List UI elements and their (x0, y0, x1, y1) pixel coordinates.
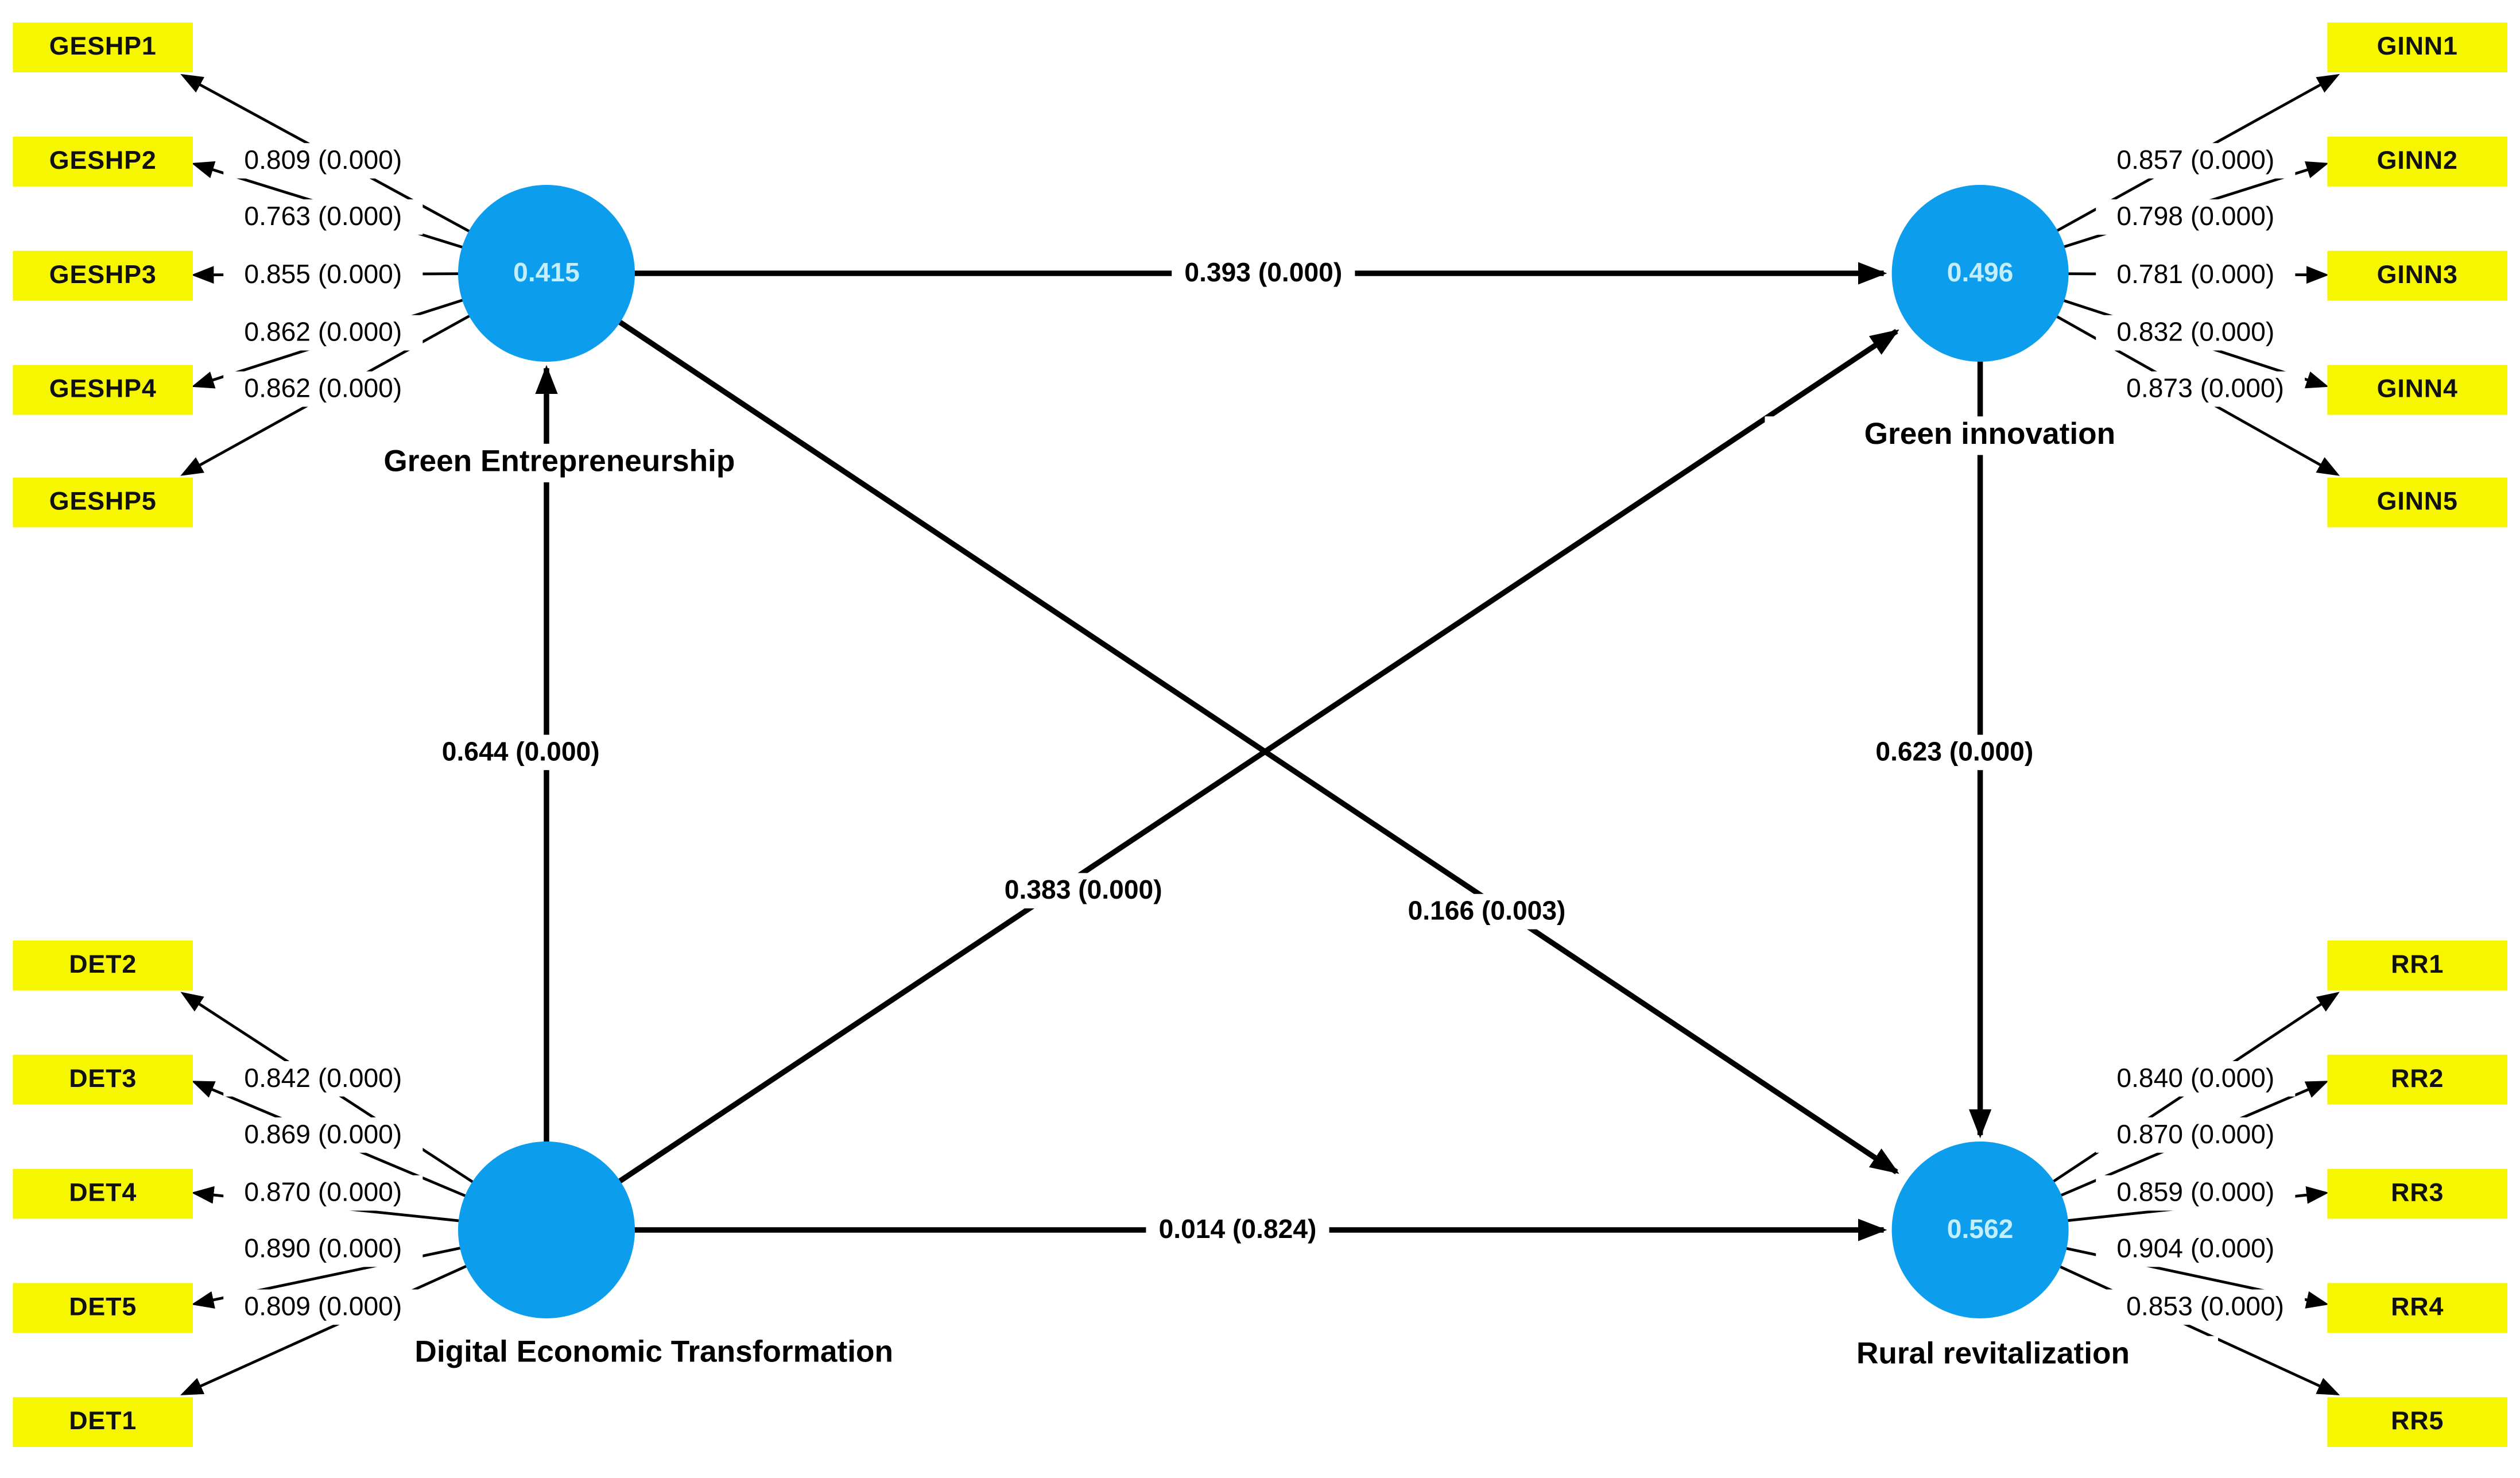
r-squared-green-innovation: 0.496 (1947, 258, 2014, 288)
indicator-box-ginn1: GINN1 (2327, 22, 2507, 73)
loading-label-det5: 0.890 (0.000) (223, 1231, 423, 1267)
indicator-box-det3: DET3 (13, 1054, 193, 1105)
loading-label-rr1: 0.840 (0.000) (2096, 1061, 2296, 1097)
indicator-box-ginn4: GINN4 (2327, 365, 2507, 415)
loading-label-rr3: 0.859 (0.000) (2096, 1175, 2296, 1211)
loading-label-rr5: 0.853 (0.000) (2106, 1289, 2305, 1325)
indicator-box-ginn2: GINN2 (2327, 137, 2507, 187)
construct-label-green-innovation: Green innovation (1765, 416, 2215, 455)
r-squared-green-entrepreneurship: 0.415 (513, 258, 580, 288)
indicator-box-rr2: RR2 (2327, 1054, 2507, 1105)
indicator-box-geshp2: GESHP2 (13, 137, 193, 187)
construct-label-rural-revitalization: Rural revitalization (1768, 1336, 2218, 1375)
indicator-box-geshp5: GESHP5 (13, 477, 193, 528)
loading-label-geshp5: 0.862 (0.000) (223, 371, 423, 407)
loading-label-geshp4: 0.862 (0.000) (223, 315, 423, 351)
path-coefficient-ge-to-rr: 0.166 (0.003) (1395, 893, 1579, 930)
loading-label-geshp3: 0.855 (0.000) (223, 257, 423, 293)
loading-label-ginn3: 0.781 (0.000) (2096, 257, 2296, 293)
loading-label-geshp1: 0.809 (0.000) (223, 143, 423, 179)
construct-node-digital-economic-transformation (458, 1142, 635, 1318)
path-coefficient-det-to-rr: 0.014 (0.824) (1146, 1212, 1329, 1248)
path-coefficient-ge-to-gi: 0.393 (0.000) (1172, 256, 1355, 291)
construct-node-green-entrepreneurship (458, 185, 635, 362)
loading-label-ginn5: 0.873 (0.000) (2106, 371, 2305, 407)
loading-label-det1: 0.809 (0.000) (223, 1289, 423, 1325)
path-coefficient-det-to-gi: 0.383 (0.000) (991, 873, 1175, 908)
loading-label-geshp2: 0.763 (0.000) (223, 199, 423, 235)
indicator-box-ginn3: GINN3 (2327, 250, 2507, 301)
loading-label-ginn1: 0.857 (0.000) (2096, 143, 2296, 179)
construct-label-digital-economic-transformation: Digital Economic Transformation (414, 1334, 893, 1373)
path-arrow-det-to-gi (545, 328, 1899, 1232)
r-squared-rural-revitalization: 0.562 (1947, 1215, 2014, 1245)
indicator-box-rr4: RR4 (2327, 1283, 2507, 1333)
path-arrow-ge-to-rr (545, 271, 1899, 1175)
construct-node-green-innovation (1891, 185, 2069, 362)
loading-label-ginn4: 0.832 (0.000) (2096, 315, 2296, 351)
indicator-box-geshp3: GESHP3 (13, 250, 193, 301)
indicator-box-geshp4: GESHP4 (13, 365, 193, 415)
loading-label-rr4: 0.904 (0.000) (2096, 1231, 2296, 1267)
indicator-box-rr5: RR5 (2327, 1397, 2507, 1447)
loading-label-det4: 0.870 (0.000) (223, 1175, 423, 1211)
loading-label-det3: 0.869 (0.000) (223, 1117, 423, 1153)
construct-node-rural-revitalization (1891, 1142, 2069, 1318)
construct-label-green-entrepreneurship: Green Entrepreneurship (334, 443, 785, 482)
indicator-box-det4: DET4 (13, 1169, 193, 1219)
indicator-box-rr3: RR3 (2327, 1169, 2507, 1219)
path-coefficient-gi-to-rr: 0.623 (0.000) (1863, 734, 2046, 771)
indicator-box-det1: DET1 (13, 1397, 193, 1447)
path-coefficient-det-to-ge: 0.644 (0.000) (429, 734, 612, 771)
indicator-box-det5: DET5 (13, 1283, 193, 1333)
loading-label-rr2: 0.870 (0.000) (2096, 1117, 2296, 1153)
indicator-box-geshp1: GESHP1 (13, 22, 193, 73)
indicator-box-rr1: RR1 (2327, 941, 2507, 991)
loading-label-ginn2: 0.798 (0.000) (2096, 199, 2296, 235)
indicator-box-ginn5: GINN5 (2327, 477, 2507, 528)
indicator-box-det2: DET2 (13, 941, 193, 991)
loading-label-det2: 0.842 (0.000) (223, 1061, 423, 1097)
